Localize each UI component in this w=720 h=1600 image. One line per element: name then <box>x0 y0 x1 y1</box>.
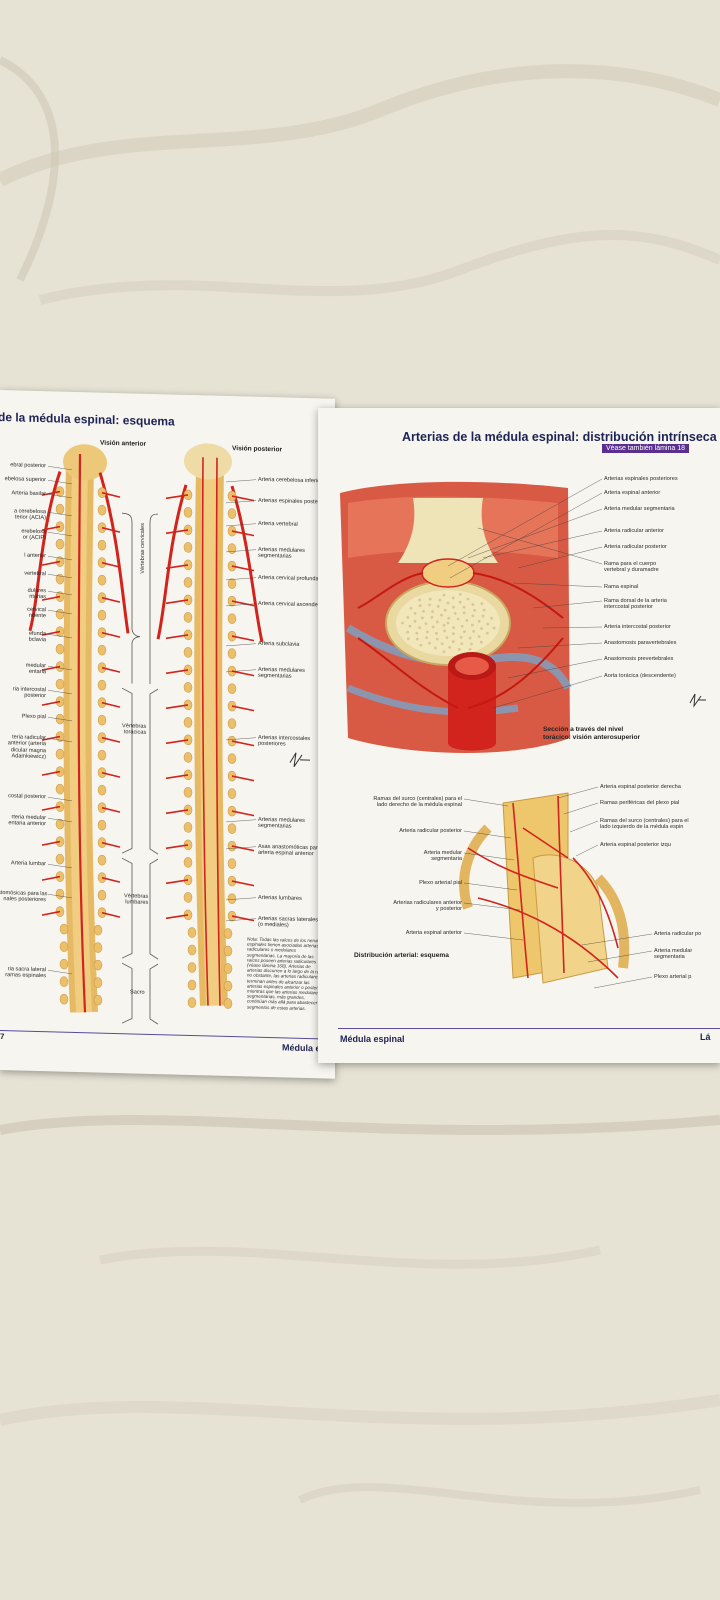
section-label: Anastomosis paravertebrales <box>604 640 677 646</box>
schema-left-label: Arteria radicular posterior <box>399 828 462 834</box>
schema-right-label: Arteria espinal posterior izqu <box>600 842 671 848</box>
section-label: Arteria medular segmentaria <box>604 506 675 512</box>
schema-caption: Distribución arterial: esquema <box>354 952 449 959</box>
schema-right-label: Plexo arterial p <box>654 974 692 980</box>
right-page-footer-right: Lá <box>700 1032 711 1042</box>
schema-left-label: Plexo arterial pial <box>419 880 462 886</box>
region-sacrum-label: Sacro <box>130 989 145 996</box>
section-label: Aorta torácica (descendente) <box>604 673 676 679</box>
section-caption: Sección a través del nivel torácico: vis… <box>543 726 641 741</box>
posterior-label: Arteria vertebral <box>258 520 298 528</box>
anterior-label: ebral posterior <box>10 462 46 470</box>
section-label: Arteria espinal anterior <box>604 490 661 496</box>
left-page-number: 7 <box>0 1032 5 1042</box>
thoracic-section-illustration <box>340 478 706 989</box>
right-page-footer-left: Médula espinal <box>340 1034 405 1044</box>
left-page: de la médula espinal: esquema Visión ant… <box>0 390 335 1079</box>
right-page-header: Arterias de la médula espinal: distribuc… <box>402 430 717 444</box>
anterior-label: dulares ntarias <box>27 587 46 601</box>
section-label: Rama para el cuerpo vertebral y duramadr… <box>604 561 659 574</box>
right-page: Arterias de la médula espinal: distribuc… <box>318 408 720 1063</box>
anterior-label: rteria medular entaria anterior <box>8 814 46 828</box>
anterior-label: efunda bclavia <box>28 630 46 644</box>
section-label: Rama dorsal de la arteria intercostal po… <box>604 598 667 611</box>
region-lumbar-label: Vértebras lumbares <box>124 893 149 907</box>
section-label: Arteria radicular anterior <box>604 528 665 534</box>
schema-left-label: Arteria medular segmentaria <box>423 850 462 863</box>
posterior-label: Asas anastomóticas para la arteria espin… <box>258 843 327 858</box>
see-also-badge: Véase también lámina 18 <box>602 444 689 453</box>
anterior-label: vertebral <box>24 570 46 578</box>
posterior-label: Arterias sacras laterales (o mediales) <box>258 915 318 929</box>
section-label: Arteria intercostal posterior <box>604 624 671 630</box>
right-footer-rule <box>338 1028 720 1029</box>
anterior-label: erebelosa or (ACIP) <box>21 528 46 542</box>
section-label: Anastomosis prevertebrales <box>604 656 674 662</box>
anterior-label: a cerebelosa terior (ACIA) <box>13 508 46 522</box>
anterior-label: ebelosa superior <box>4 476 46 484</box>
anterior-label: ria sacra lateral ramas espinales <box>5 966 46 980</box>
anterior-label: Plexo pial <box>21 713 46 721</box>
posterior-label: Arteria subclavia <box>258 640 300 648</box>
posterior-label: Arterias medulares segmentarias <box>258 666 305 681</box>
region-cervical-label: Vértebras cervicales <box>140 522 146 574</box>
schema-left-label: Ramas del surco (centrales) para el lado… <box>373 796 462 809</box>
posterior-label: Arterias medulares segmentarias <box>258 816 305 831</box>
anterior-label: medular entaria <box>25 662 46 676</box>
posterior-label: Arterias medulares segmentarias <box>258 546 305 561</box>
schema-right-label: Arteria medular segmentaria <box>654 948 693 961</box>
anterior-label: cervical ndente <box>27 606 46 620</box>
anterior-label: stomósicas para las nales posteriores <box>0 889 48 904</box>
anterior-label: Arteria basilar <box>11 490 46 498</box>
posterior-label: Arterias lumbares <box>258 894 302 902</box>
section-label: Rama espinal <box>604 584 639 590</box>
schema-right-label: Ramas periféricas del plexo pial <box>600 800 680 806</box>
schema-left-label: Arterias radiculares anterior y posterio… <box>393 900 462 913</box>
left-page-note: Nota: Todas las raíces de los nervios es… <box>247 936 324 1011</box>
region-thoracic-label: Vértebras torácicas <box>122 723 147 737</box>
section-label: Arterias espinales posteriores <box>604 476 678 482</box>
anterior-label: Arteria lumbar <box>10 860 46 868</box>
schema-right-label: Arteria radicular po <box>654 931 702 937</box>
anterior-label: costal posterior <box>8 793 46 801</box>
section-label: Arteria radicular posterior <box>604 544 667 550</box>
schema-right-label: Arteria espinal posterior derecha <box>600 784 681 790</box>
schema-left-label: Arteria espinal anterior <box>405 930 462 936</box>
posterior-label: Arterias intercostales posteriores <box>258 734 311 748</box>
anterior-label: ria intercostal posterior <box>12 686 46 700</box>
schema-right-label: Ramas del surco (centrales) para el lado… <box>600 818 689 831</box>
anterior-label: l anterior <box>24 552 46 560</box>
anterior-label: teria radicular anterior (arteria dicula… <box>7 734 46 761</box>
spinal-cord-illustration <box>28 443 310 1025</box>
